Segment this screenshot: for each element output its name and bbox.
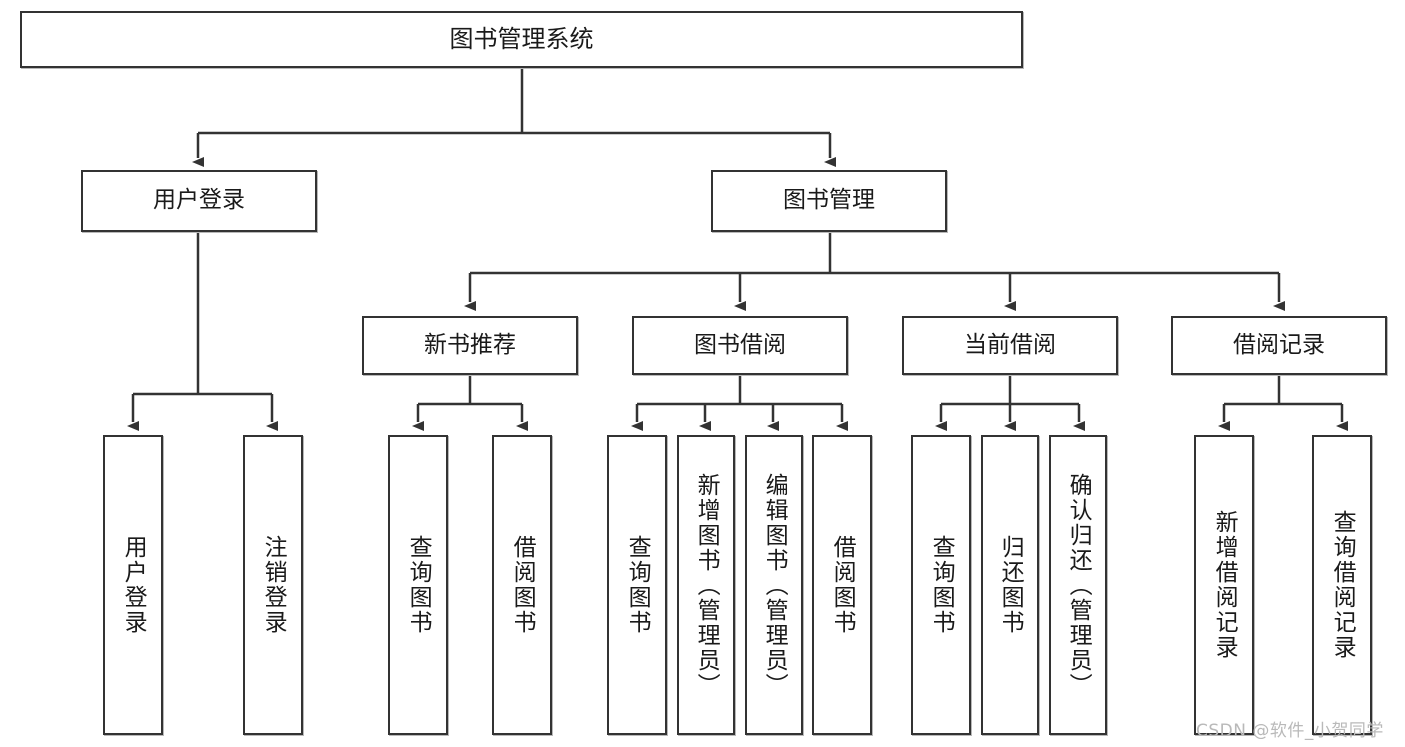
leaf-borrow-borrow-book[interactable]: 借阅图书 [812, 435, 872, 735]
leaf-current-confirm-return-admin[interactable]: 确认归还（管理员） [1049, 435, 1107, 735]
node-label: 借阅记录 [1233, 331, 1325, 358]
leaf-record-add-record[interactable]: 新增借阅记录 [1194, 435, 1254, 735]
node-label: 图书管理 [783, 187, 875, 214]
node-label: 查询图书 [624, 535, 651, 635]
node-label: 当前借阅 [964, 331, 1056, 358]
node-label: 借阅图书 [509, 535, 536, 635]
node-label: 新书推荐 [424, 331, 516, 358]
leaf-current-return-book[interactable]: 归还图书 [981, 435, 1039, 735]
node-borrow-record[interactable]: 借阅记录 [1171, 316, 1387, 375]
node-new-book-recommend[interactable]: 新书推荐 [362, 316, 578, 375]
node-current-borrow[interactable]: 当前借阅 [902, 316, 1118, 375]
node-book-management[interactable]: 图书管理 [711, 170, 947, 232]
leaf-user-login-logout[interactable]: 注销登录 [243, 435, 303, 735]
node-root-system[interactable]: 图书管理系统 [20, 11, 1023, 68]
node-label: 借阅图书 [829, 535, 856, 635]
node-label: 新增图书（管理员） [693, 472, 720, 698]
node-label: 查询图书 [928, 535, 955, 635]
leaf-recommend-borrow-book[interactable]: 借阅图书 [492, 435, 552, 735]
leaf-user-login-login[interactable]: 用户登录 [103, 435, 163, 735]
node-label: 确认归还（管理员） [1065, 472, 1092, 698]
node-label: 注销登录 [260, 535, 287, 635]
leaf-borrow-add-book-admin[interactable]: 新增图书（管理员） [677, 435, 735, 735]
leaf-recommend-query-book[interactable]: 查询图书 [388, 435, 448, 735]
leaf-borrow-edit-book-admin[interactable]: 编辑图书（管理员） [745, 435, 803, 735]
node-label: 用户登录 [120, 535, 147, 635]
node-label: 图书借阅 [694, 331, 786, 358]
csdn-watermark: CSDN @软件_小贺同学 [1196, 721, 1384, 741]
leaf-current-query-book[interactable]: 查询图书 [911, 435, 971, 735]
leaf-record-query-record[interactable]: 查询借阅记录 [1312, 435, 1372, 735]
node-label: 图书管理系统 [449, 25, 594, 54]
node-label: 新增借阅记录 [1211, 510, 1238, 660]
node-book-borrow[interactable]: 图书借阅 [632, 316, 848, 375]
node-label: 查询借阅记录 [1329, 510, 1356, 660]
node-label: 归还图书 [997, 535, 1024, 635]
leaf-borrow-query-book[interactable]: 查询图书 [607, 435, 667, 735]
node-label: 用户登录 [153, 187, 245, 214]
node-user-login[interactable]: 用户登录 [81, 170, 317, 232]
node-label: 编辑图书（管理员） [761, 472, 788, 698]
node-label: 查询图书 [405, 535, 432, 635]
